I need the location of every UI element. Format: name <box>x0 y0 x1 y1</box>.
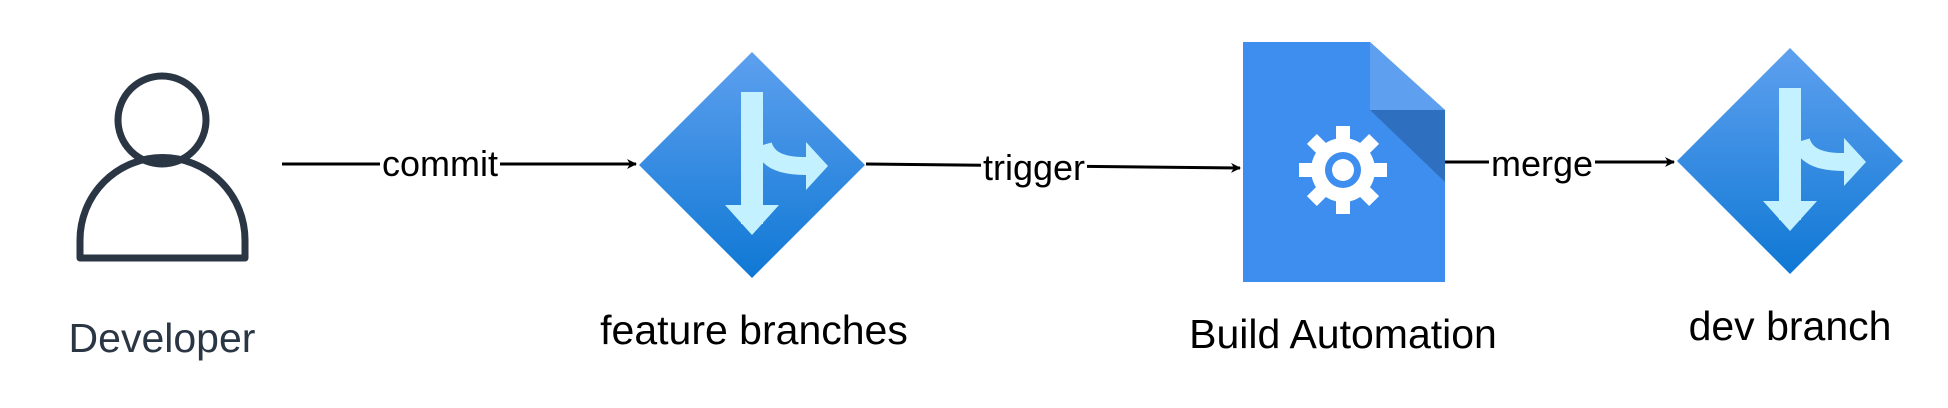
build-gear-document-icon <box>1243 42 1445 282</box>
commit-label: commit <box>380 143 500 184</box>
git-branch-icon <box>639 52 865 278</box>
developer-label: Developer <box>68 315 256 361</box>
merge-label: merge <box>1488 143 1596 184</box>
user-icon <box>76 72 249 262</box>
build-automation-label: Build Automation <box>1189 311 1497 357</box>
feature-branches-label: feature branches <box>600 307 908 353</box>
git-branch-icon <box>1677 48 1903 274</box>
trigger-label: trigger <box>980 147 1088 188</box>
dev-branch-label: dev branch <box>1688 303 1892 349</box>
